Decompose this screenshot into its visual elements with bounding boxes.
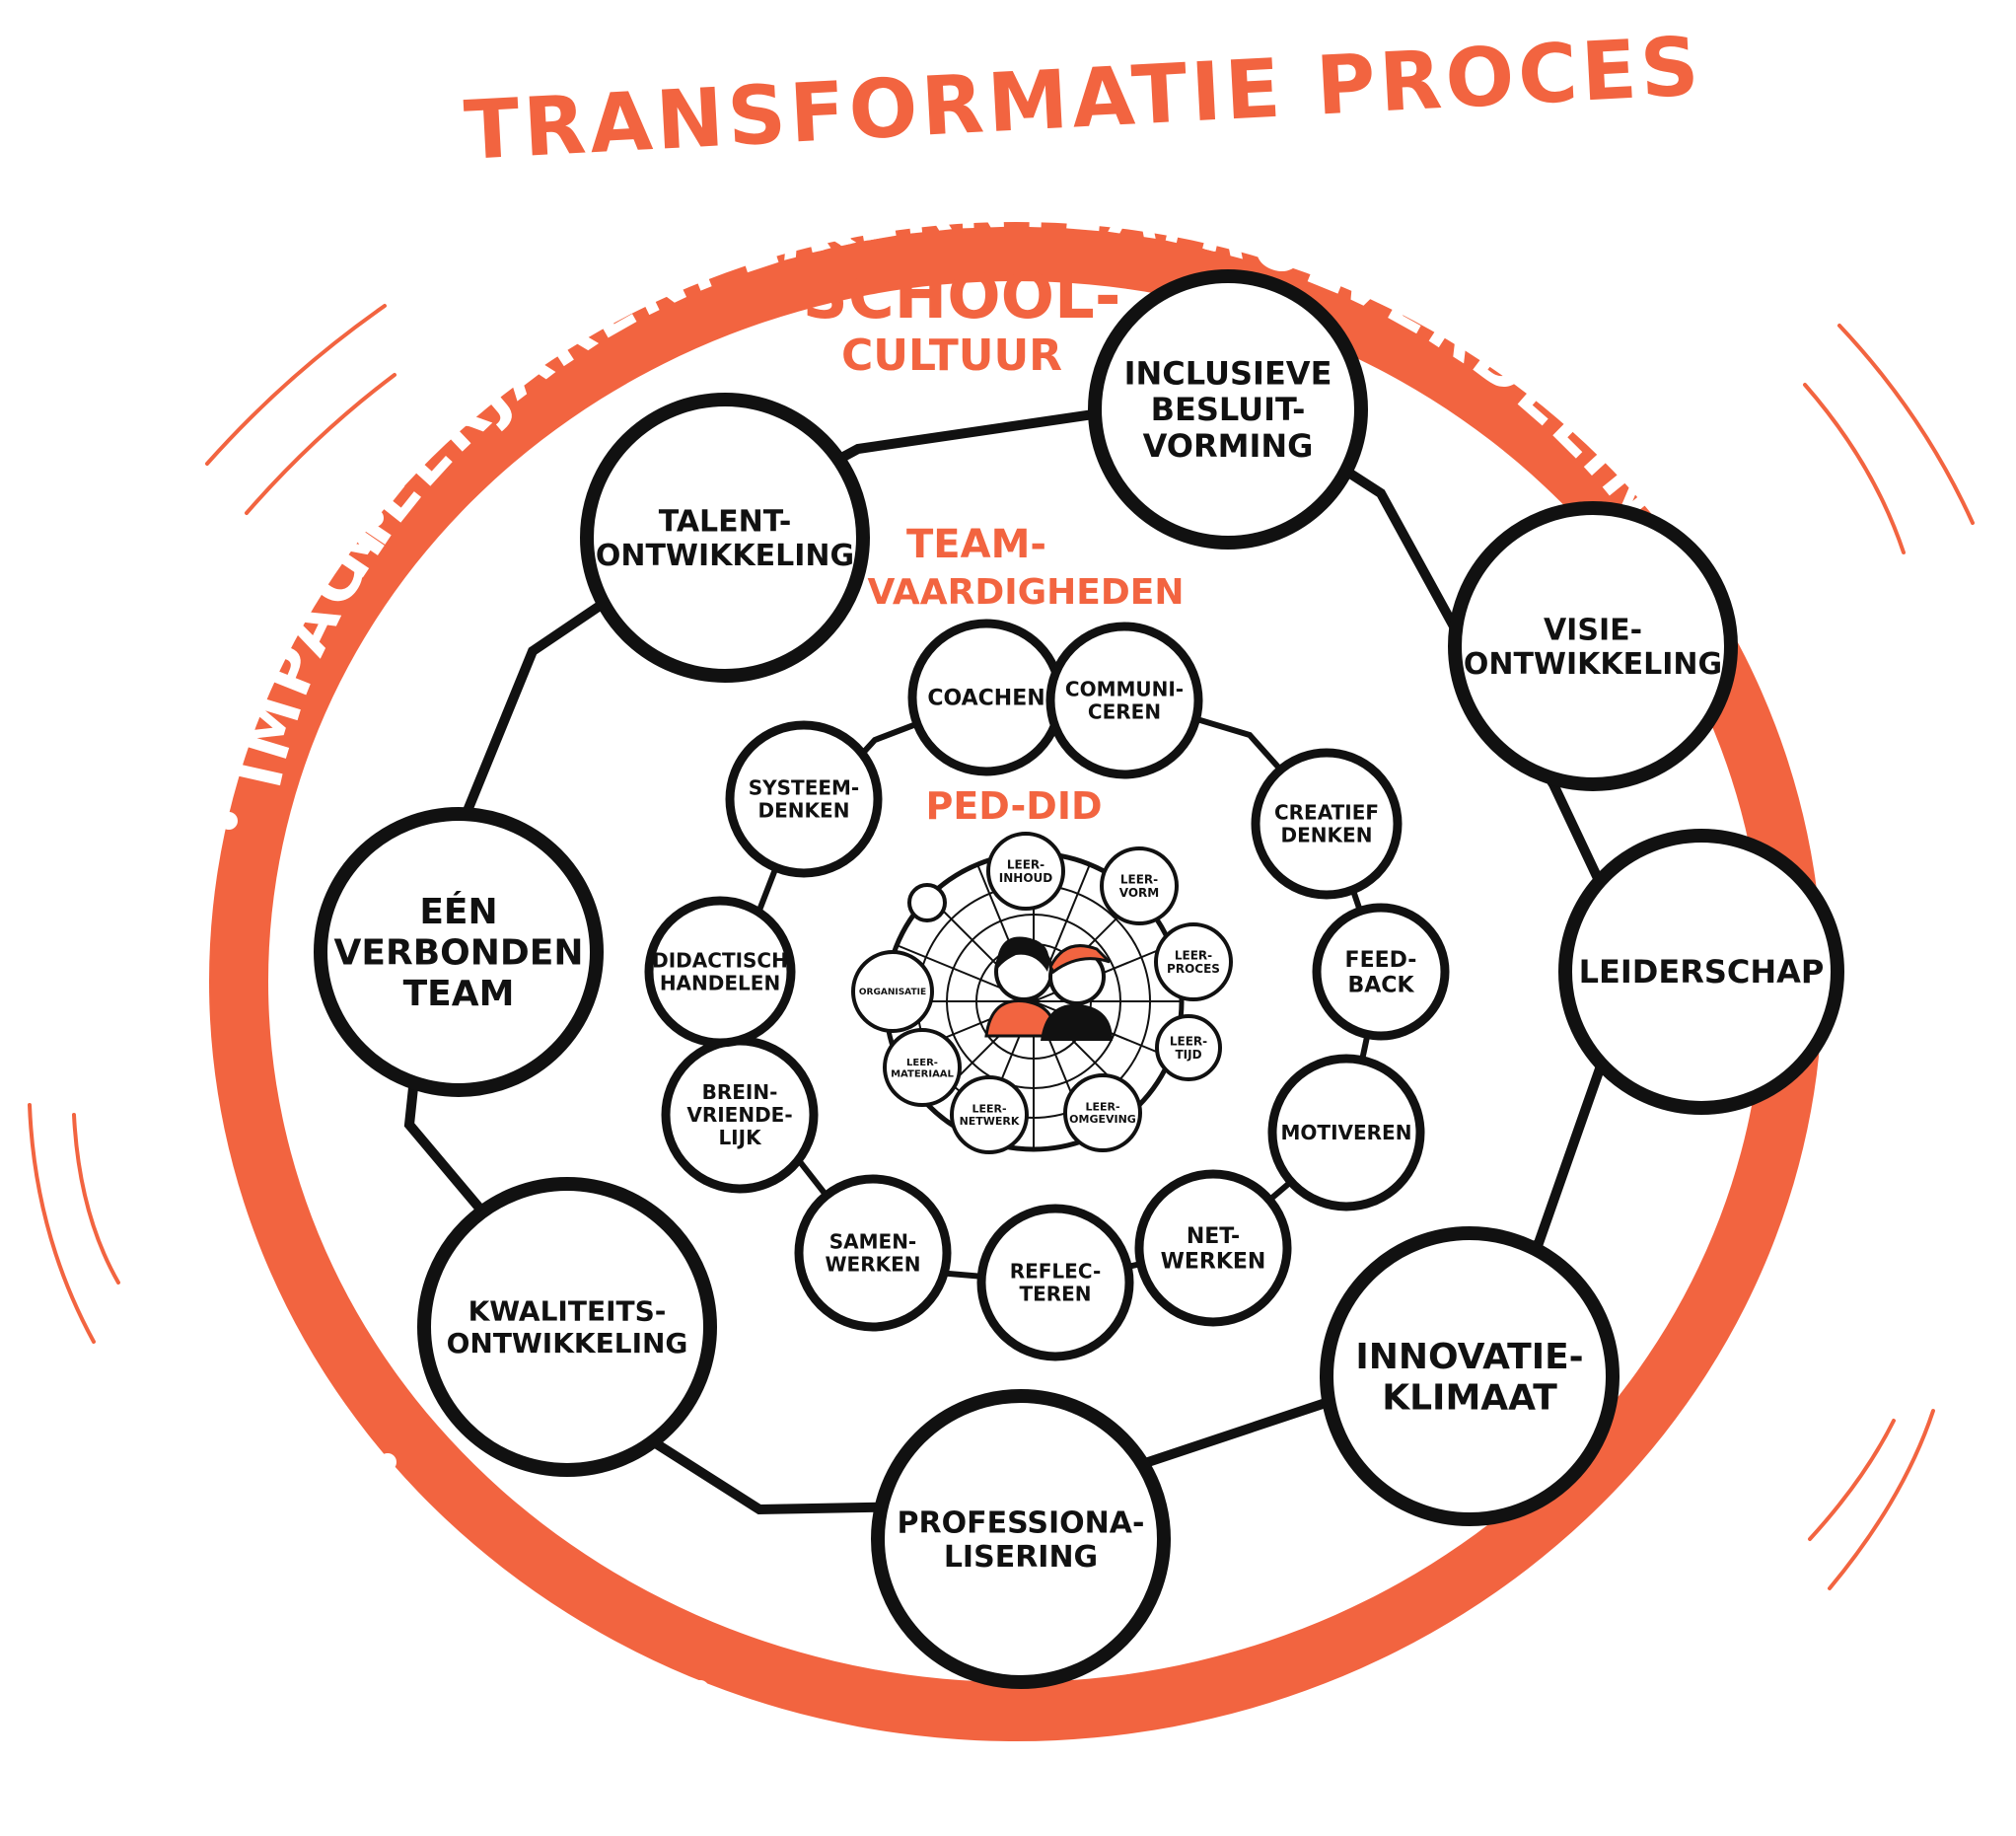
culture-node-label: TEAM [403, 974, 515, 1014]
culture-node-label: TALENT- [659, 504, 792, 539]
skill-node-systeem-denken: SYSTEEM-DENKEN [730, 725, 878, 873]
culture-node-label: KWALITEITS- [468, 1295, 667, 1328]
ped-did-node-leer-netwerk: LEER-NETWERK [952, 1077, 1027, 1152]
culture-node-professiona-lisering: PROFESSIONA-LISERING [878, 1396, 1164, 1682]
ped-did-node-label: OMGEVING [1069, 1113, 1136, 1126]
culture-node-visie-ontwikkeling: VISIE-ONTWIKKELING [1455, 508, 1731, 784]
ring-separator [1340, 1680, 1358, 1698]
skill-node-label: COMMUNI- [1065, 678, 1184, 701]
team-skills-label-line2: VAARDIGHEDEN [867, 572, 1184, 613]
ped-did-node-label: LEER- [1170, 1034, 1207, 1048]
school-culture-label-line2: CULTUUR [841, 330, 1062, 381]
culture-node-label: PROFESSIONA- [898, 1506, 1145, 1540]
skill-node-label: BACK [1348, 973, 1415, 997]
ped-did-node-label: LEER- [1007, 857, 1044, 871]
culture-node-label: INCLUSIEVE [1124, 354, 1332, 392]
ring-separator [1860, 598, 1878, 616]
skill-node-net-werken: NET-WERKEN [1139, 1174, 1287, 1322]
skill-node-label: DENKEN [1281, 824, 1373, 847]
ped-did-node-label: LEER- [1120, 872, 1158, 886]
culture-node-innovatie-klimaat: INNOVATIE-KLIMAAT [1327, 1233, 1613, 1519]
ring-separator [1350, 196, 1368, 214]
ped-did-node-leer-tijd: LEER-TIJD [1157, 1016, 1220, 1079]
culture-node-label: VERBONDEN [334, 933, 584, 974]
skill-node-label: TEREN [1019, 1283, 1091, 1306]
skill-node-reflec-teren: REFLEC-TEREN [981, 1209, 1129, 1357]
culture-node-label: EÉN [419, 891, 497, 932]
team-skills-label-line1: TEAM- [906, 522, 1046, 567]
culture-node-label: LEIDERSCHAP [1579, 953, 1825, 991]
skill-node-feed-back: FEED-BACK [1317, 908, 1445, 1036]
skill-node-label: REFLEC- [1010, 1260, 1102, 1284]
skill-node-label: SYSTEEM- [749, 776, 859, 800]
culture-node-label: VISIE- [1544, 613, 1642, 647]
ped-did-node-label: LEER- [906, 1058, 938, 1068]
ped-did-node-label: LEER- [1175, 948, 1212, 962]
skill-node-label: CREATIEF [1274, 801, 1379, 825]
skill-node-label: BREIN- [702, 1080, 778, 1104]
ring-separator [366, 509, 384, 527]
culture-node-kwaliteits-ontwikkeling: KWALITEITS-ONTWIKKELING [424, 1184, 710, 1470]
ped-did-node-label: PROCES [1167, 962, 1220, 976]
culture-node-label: INNOVATIE- [1355, 1337, 1583, 1377]
culture-node-label: KLIMAAT [1382, 1377, 1557, 1418]
skill-node-label: WERKEN [1161, 1249, 1266, 1274]
ped-did-node-label: MATERIAAL [891, 1068, 954, 1079]
ped-did-label: PED-DID [925, 784, 1102, 828]
ped-did-node-label: NETWERK [960, 1115, 1020, 1128]
skill-node-label: LIJK [718, 1126, 762, 1149]
culture-node-label: LISERING [944, 1540, 1098, 1575]
ped-did-node-label: ORGANISATIE [859, 988, 926, 997]
skill-node-label: CEREN [1088, 700, 1161, 724]
ped-did-node-label: LEER- [972, 1103, 1006, 1116]
skill-node-label: HANDELEN [660, 972, 780, 995]
skill-node-label: VRIENDE- [686, 1103, 792, 1127]
ring-separator [691, 1680, 709, 1698]
culture-node-label: BESLUIT- [1151, 391, 1306, 428]
skill-node-label: SAMEN- [829, 1230, 917, 1254]
skill-node-communi-ceren: COMMUNI-CEREN [1050, 626, 1198, 774]
ped-did-node-leer-omgeving: LEER-OMGEVING [1065, 1075, 1140, 1150]
ped-did-node-label: LEER- [1085, 1101, 1119, 1114]
skill-node-coachen: COACHEN [912, 624, 1060, 771]
ped-did-node-leer-vorm: LEER-VORM [1102, 848, 1177, 923]
culture-node-label: ONTWIKKELING [596, 539, 854, 573]
ped-did-node-leer-materiaal: LEER-MATERIAAL [885, 1030, 960, 1105]
culture-node-leiderschap: LEIDERSCHAP [1565, 836, 1837, 1108]
skill-node-motiveren: MOTIVEREN [1272, 1059, 1420, 1207]
ped-did-node-label: INHOUD [999, 871, 1052, 885]
culture-node-label: ONTWIKKELING [447, 1327, 688, 1359]
skill-node-label: DENKEN [758, 799, 850, 823]
skill-node-label: MOTIVEREN [1281, 1121, 1412, 1144]
ped-did-node-label: VORM [1119, 886, 1159, 900]
culture-node-talent-ontwikkeling: TALENT-ONTWIKKELING [587, 400, 863, 676]
ped-did-node-organisatie: ORGANISATIE [853, 952, 932, 1031]
skill-node-label: COACHEN [927, 687, 1044, 711]
culture-node-label: ONTWIKKELING [1464, 647, 1722, 682]
skill-node-label: DIDACTISCH [652, 949, 788, 973]
school-culture-label-line1: SCHOOL- [803, 260, 1121, 333]
ring-separator [220, 812, 238, 830]
culture-node-label: VORMING [1143, 427, 1314, 465]
diagram-title: TRANSFORMATIE PROCES [462, 20, 1704, 179]
ring-separator [938, 164, 956, 182]
ring-separator [379, 1453, 396, 1471]
ped-did-node-label: TIJD [1175, 1048, 1201, 1062]
ped-did-node-leer-inhoud: LEER-INHOUD [988, 834, 1063, 909]
skill-node-label: FEED- [1345, 948, 1417, 973]
skill-node-label: NET- [1187, 1224, 1240, 1249]
skill-node-label: WERKEN [825, 1253, 920, 1277]
ped-did-node-leer-proces: LEER-PROCES [1156, 924, 1231, 999]
ped-did-small-dot [909, 885, 945, 920]
skill-node-samen-werken: SAMEN-WERKEN [799, 1179, 947, 1327]
skill-node-brein-vriende-lijk: BREIN-VRIENDE-LIJK [666, 1041, 814, 1189]
